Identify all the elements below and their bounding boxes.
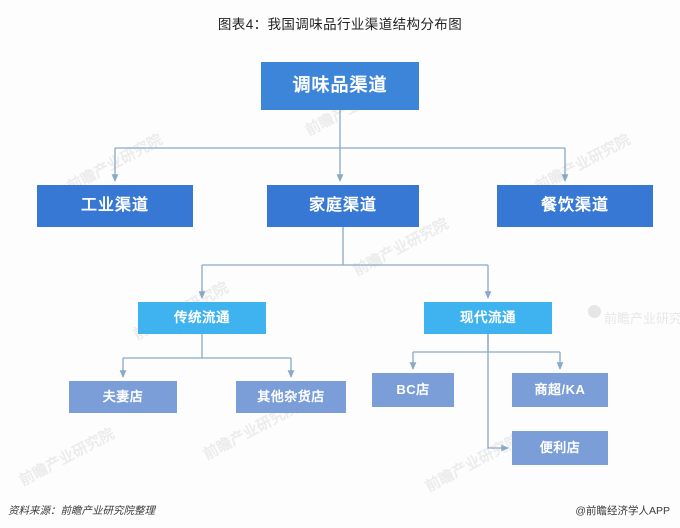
- node-label: BC店: [396, 381, 430, 397]
- node-label: 传统流通: [174, 309, 230, 325]
- node-bianli-dian[interactable]: 便利店: [512, 431, 608, 465]
- page-title: 图表4：我国调味品行业渠道结构分布图: [217, 17, 463, 32]
- node-gongye-qudao[interactable]: 工业渠道: [37, 185, 193, 227]
- node-label: 商超/KA: [534, 381, 586, 397]
- node-tiaoweipin-qudao[interactable]: 调味品渠道: [261, 62, 419, 110]
- node-fuqi-dian[interactable]: 夫妻店: [69, 381, 177, 413]
- node-shangchao-ka[interactable]: 商超/KA: [512, 373, 608, 407]
- node-canyin-qudao[interactable]: 餐饮渠道: [497, 185, 653, 227]
- footer-divider: [0, 497, 680, 498]
- node-xiandai-liutong[interactable]: 现代流通: [424, 302, 552, 334]
- node-label: 工业渠道: [80, 197, 149, 215]
- brand-credit: @前瞻经济学人APP: [575, 505, 670, 517]
- edge-to-bianlidian: [487, 334, 510, 452]
- node-label: 餐饮渠道: [540, 197, 609, 215]
- node-label: 家庭渠道: [308, 197, 377, 215]
- node-label: 其他杂货店: [257, 388, 325, 404]
- node-jiating-qudao[interactable]: 家庭渠道: [267, 185, 419, 227]
- node-chuantong-liutong[interactable]: 传统流通: [138, 302, 266, 334]
- node-label: 调味品渠道: [292, 75, 388, 96]
- node-bc-dian[interactable]: BC店: [372, 373, 454, 407]
- source-note: 资料来源：前瞻产业研究院整理: [8, 505, 155, 517]
- node-label: 夫妻店: [102, 388, 144, 404]
- node-label: 现代流通: [460, 309, 516, 325]
- node-label: 便利店: [539, 439, 581, 455]
- node-qita-zahuodian[interactable]: 其他杂货店: [236, 381, 346, 413]
